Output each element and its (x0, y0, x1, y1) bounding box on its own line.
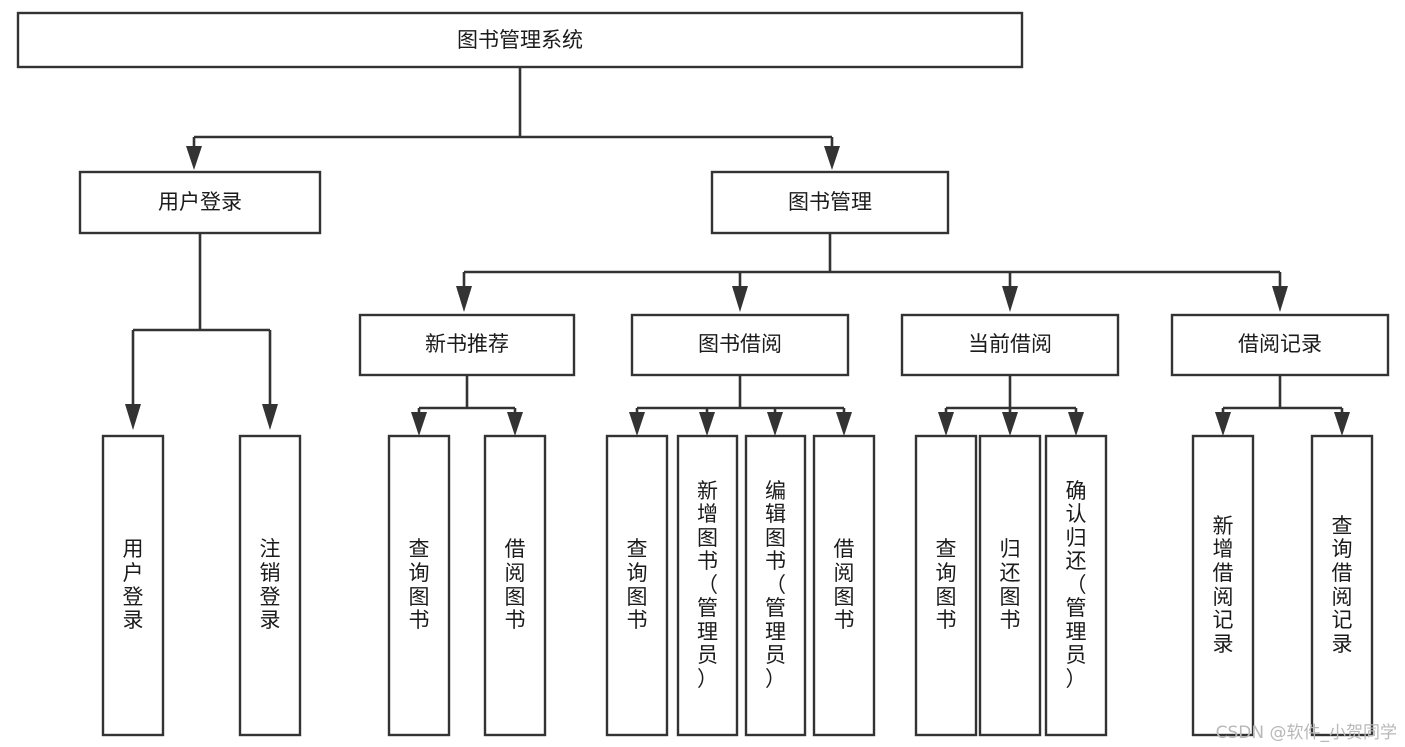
node-borrow-record[interactable]: 借阅记录 (1170, 313, 1390, 377)
node-user-login[interactable]: 用户登录 (78, 170, 322, 235)
leaf-box-borrow-book-2[interactable] (812, 434, 876, 737)
arrow-to-current-borrow (1002, 286, 1018, 312)
arrow-to-borrow-record (1272, 286, 1288, 312)
arrow-to-leaf-borrow-book-1 (507, 412, 523, 436)
arrow-to-book-management (824, 146, 840, 170)
connector-book-borrow-leaves (629, 375, 852, 436)
user-login-box[interactable] (78, 170, 322, 235)
leaf-box-query-book-2[interactable] (605, 434, 669, 737)
book-borrow-label: 图书借阅 (698, 332, 782, 356)
leaf-box-query-book-3[interactable] (914, 434, 978, 737)
current-borrow-label: 当前借阅 (968, 332, 1052, 356)
arrow-to-leaf-query-book-1 (411, 412, 427, 436)
connector-book-management-bus (456, 233, 1288, 312)
leaf-box-query-record[interactable] (1310, 434, 1374, 737)
arrow-to-leaf-return-book (1002, 412, 1018, 436)
root-box[interactable] (16, 11, 1024, 69)
root-label: 图书管理系统 (457, 28, 583, 52)
connector-root-bus (186, 67, 840, 170)
node-root[interactable]: 图书管理系统 (16, 11, 1024, 69)
leaf-box-add-record[interactable] (1191, 434, 1255, 737)
leaf-box-borrow-book-1[interactable] (483, 434, 547, 737)
connector-user-login-leaves (125, 233, 278, 430)
arrow-to-leaf-logout (262, 404, 278, 430)
connector-borrow-record-leaves (1215, 375, 1350, 436)
leaf-box-edit-book[interactable] (744, 434, 807, 737)
arrow-to-user-login (186, 146, 202, 170)
arrow-to-leaf-add-book (699, 412, 715, 436)
arrow-to-leaf-edit-book (767, 412, 783, 436)
leaf-box-user-login[interactable] (101, 434, 165, 737)
arrow-to-leaf-user-login (125, 404, 141, 430)
arrow-to-leaf-confirm-return (1068, 412, 1084, 436)
arrow-to-leaf-borrow-book-2 (836, 412, 852, 436)
arrow-to-leaf-add-record (1215, 412, 1231, 436)
leaf-box-logout[interactable] (238, 434, 302, 737)
leaf-box-query-book-1[interactable] (387, 434, 451, 737)
arrow-to-new-book-recommend (456, 286, 472, 312)
arrow-to-book-borrow (732, 286, 748, 312)
new-book-recommend-label: 新书推荐 (425, 332, 509, 356)
node-book-management[interactable]: 图书管理 (710, 170, 950, 235)
node-current-borrow[interactable]: 当前借阅 (900, 313, 1120, 377)
leaf-box-confirm-return[interactable] (1044, 434, 1108, 737)
leaf-box-add-book[interactable] (676, 434, 739, 737)
connector-new-book-recommend-leaves (411, 375, 523, 436)
csdn-watermark: CSDN @软件_小贺同学 (1215, 723, 1397, 743)
new-book-recommend-box[interactable] (358, 313, 576, 377)
arrow-to-leaf-query-book-2 (629, 412, 645, 436)
book-management-label: 图书管理 (788, 190, 872, 214)
connector-current-borrow-leaves (938, 375, 1084, 436)
user-login-label: 用户登录 (158, 190, 242, 214)
node-new-book-recommend[interactable]: 新书推荐 (358, 313, 576, 377)
node-book-borrow[interactable]: 图书借阅 (630, 313, 850, 377)
leaf-box-return-book[interactable] (978, 434, 1042, 737)
current-borrow-box[interactable] (900, 313, 1120, 377)
arrow-to-leaf-query-record (1334, 412, 1350, 436)
borrow-record-label: 借阅记录 (1238, 332, 1322, 356)
arrow-to-leaf-query-book-3 (938, 412, 954, 436)
